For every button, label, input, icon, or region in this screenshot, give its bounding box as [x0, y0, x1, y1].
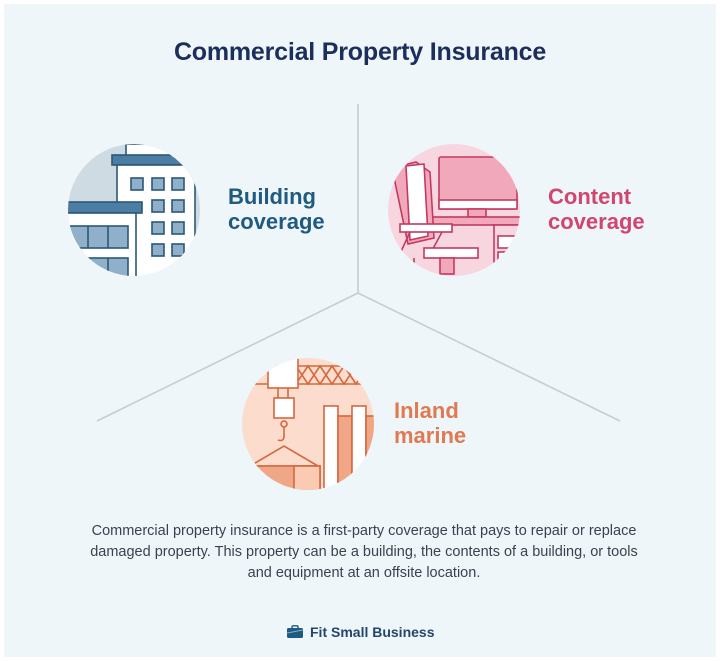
- inland-marine-label: Inland marine: [394, 398, 467, 448]
- page-title: Commercial Property Insurance: [173, 38, 547, 66]
- office-chair-desk-monitor-icon: [388, 144, 520, 276]
- brand-logo: Fit Small Business: [286, 624, 434, 640]
- office-building-icon: [68, 144, 200, 276]
- section-dividers: [96, 104, 621, 422]
- building-coverage-label: Building coverage: [228, 184, 325, 234]
- brand-name: Fit Small Business: [310, 624, 435, 640]
- description-text: Commercial property insurance is a first…: [90, 523, 638, 581]
- infographic-canvas: Commercial Property Insurance: [4, 4, 716, 657]
- briefcase-icon: [286, 625, 304, 638]
- crane-cargo-icon: [242, 358, 374, 490]
- content-coverage-label: Content coverage: [548, 184, 645, 234]
